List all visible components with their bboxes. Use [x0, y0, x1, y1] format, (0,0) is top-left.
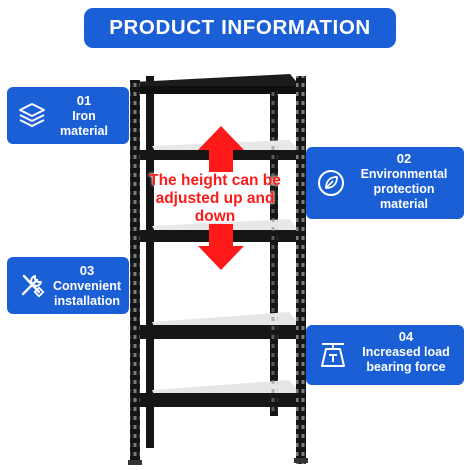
- feature-number: 01: [76, 93, 92, 108]
- page-title: PRODUCT INFORMATION: [84, 8, 396, 48]
- feature-card-convenient-installation: 03 Convenient installation: [7, 257, 129, 314]
- feature-card-iron-material: 01 Iron material: [7, 87, 129, 144]
- layers-icon: [19, 103, 45, 127]
- feature-number: 02: [396, 151, 412, 166]
- feature-card-load-bearing: 04 Increased load bearing force: [306, 325, 464, 385]
- tools-icon: [21, 274, 45, 298]
- feature-number: 04: [398, 329, 414, 344]
- height-adjust-callout: The height can be adjusted up and down: [149, 172, 281, 225]
- feature-label: Iron material: [60, 108, 108, 138]
- feature-number: 03: [79, 263, 95, 278]
- feature-card-environmental-protection: 02 Environmental protection material: [306, 147, 464, 219]
- leaf-icon: [318, 170, 344, 196]
- feature-label: Convenient installation: [52, 278, 122, 308]
- feature-label: Increased load bearing force: [362, 344, 450, 374]
- height-adjust-arrow: [198, 126, 244, 270]
- back-left-post: [146, 76, 154, 448]
- page-title-text: PRODUCT INFORMATION: [109, 16, 371, 39]
- feature-label: Environmental protection material: [360, 166, 448, 211]
- weight-icon: [321, 343, 345, 367]
